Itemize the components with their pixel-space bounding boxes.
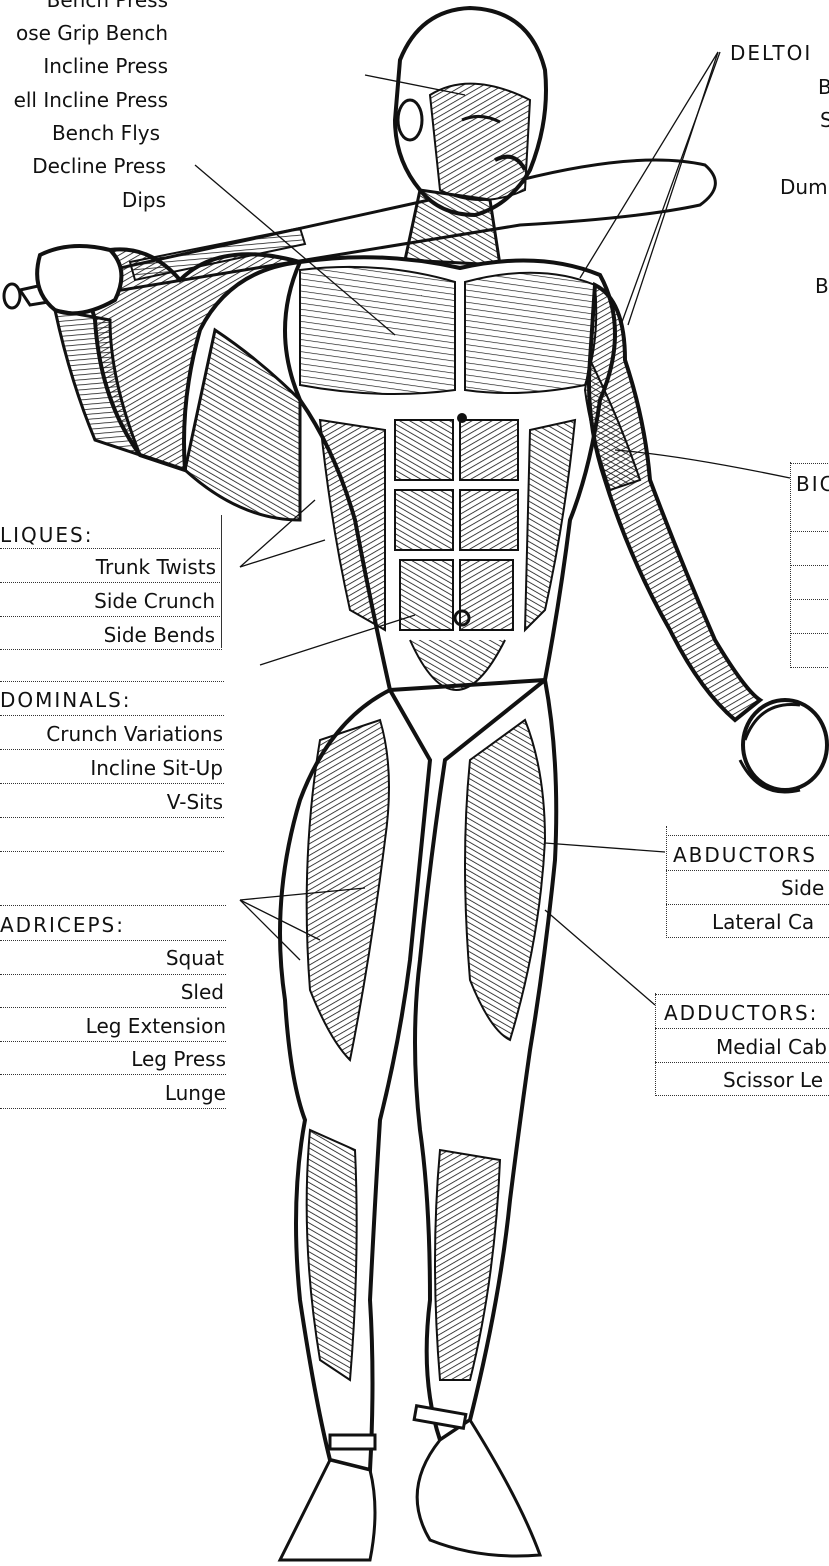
- chest-exercise-3: Incline Press: [43, 54, 168, 78]
- biceps-line-3: [790, 598, 829, 600]
- torso: [285, 257, 615, 690]
- abductors-line-2: [666, 936, 829, 938]
- abdominals-line-1: [0, 748, 224, 750]
- obliques-heading: LIQUES:: [0, 523, 94, 547]
- abductors-box-edge: [666, 826, 667, 936]
- quadriceps-line-5: [0, 1107, 226, 1109]
- adductors-line-2: [655, 1094, 829, 1096]
- adductors-line-0: [655, 1027, 829, 1029]
- abductors-line-top: [666, 834, 829, 836]
- quadriceps-line-4: [0, 1073, 226, 1075]
- abductors-exercise-2: Lateral Ca: [712, 910, 814, 934]
- neck: [405, 190, 500, 265]
- quadriceps-exercise-5: Lunge: [165, 1081, 226, 1105]
- raised-arm: [37, 246, 300, 520]
- biceps-line-1: [790, 530, 829, 532]
- adductors-exercise-1: Medial Cab: [716, 1035, 827, 1059]
- abdominals-line-top: [0, 680, 224, 682]
- adductors-line-top: [655, 993, 829, 995]
- quadriceps-line-top: [0, 904, 226, 906]
- abductors-line-0: [666, 869, 829, 871]
- obliques-box-edge: [221, 515, 222, 648]
- abdominals-exercise-2: Incline Sit-Up: [90, 756, 223, 780]
- chest-exercise-6: Decline Press: [32, 154, 166, 178]
- obliques-line-2: [0, 615, 222, 617]
- obliques-exercise-2: Side Crunch: [94, 589, 215, 613]
- quadriceps-exercise-4: Leg Press: [131, 1047, 226, 1071]
- quadriceps-heading: ADRICEPS:: [0, 913, 125, 937]
- abdominals-line-3: [0, 816, 224, 818]
- quadriceps-line-1: [0, 973, 226, 975]
- obliques-line-3: [0, 648, 222, 650]
- biceps-line-2: [790, 564, 829, 566]
- abductors-exercise-1: Side: [781, 876, 824, 900]
- deltoids-exercise-1: B: [818, 75, 829, 99]
- deltoids-exercise-3: Dum: [780, 175, 828, 199]
- abductors-heading: ABDUCTORS: [673, 843, 817, 867]
- biceps-line-5: [790, 666, 829, 668]
- deltoids-exercise-2: S: [820, 108, 829, 132]
- quadriceps-exercise-2: Sled: [181, 980, 224, 1004]
- biceps-line-top: [790, 462, 829, 464]
- abdominals-exercise-1: Crunch Variations: [46, 722, 223, 746]
- quadriceps-line-2: [0, 1006, 226, 1008]
- biceps-heading: BIC: [796, 472, 829, 496]
- chest-exercise-2: ose Grip Bench: [16, 21, 168, 45]
- quadriceps-exercise-1: Squat: [166, 946, 224, 970]
- quadriceps-line-0: [0, 939, 226, 941]
- obliques-exercise-3: Side Bends: [104, 623, 215, 647]
- adductors-box-edge: [655, 993, 656, 1094]
- adductors-line-1: [655, 1061, 829, 1063]
- adductors-heading: ADDUCTORS:: [664, 1001, 818, 1025]
- abdominals-line-0: [0, 714, 224, 716]
- chest-exercise-7: Dips: [122, 188, 166, 212]
- abdominals-heading: DOMINALS:: [0, 688, 132, 712]
- chest-exercise-5: Bench Flys: [52, 121, 160, 145]
- obliques-line-1: [0, 581, 222, 583]
- adductors-exercise-2: Scissor Le: [723, 1068, 823, 1092]
- abdominals-line-4: [0, 850, 224, 852]
- biceps-box-edge: [790, 462, 791, 666]
- deltoids-heading: DELTOI: [730, 41, 812, 65]
- deltoids-exercise-4: B: [815, 274, 829, 298]
- chest-exercise-4: ell Incline Press: [14, 88, 168, 112]
- quadriceps-line-3: [0, 1040, 226, 1042]
- biceps-line-4: [790, 632, 829, 634]
- head: [395, 8, 546, 215]
- obliques-line-0: [0, 547, 222, 549]
- quadriceps-exercise-3: Leg Extension: [86, 1014, 226, 1038]
- abdominals-exercise-3: V-Sits: [167, 790, 223, 814]
- obliques-exercise-1: Trunk Twists: [96, 555, 216, 579]
- abdominals-line-2: [0, 782, 224, 784]
- abductors-line-1: [666, 903, 829, 905]
- chest-exercise-1: Bench Press: [47, 0, 168, 12]
- legs: [280, 680, 556, 1560]
